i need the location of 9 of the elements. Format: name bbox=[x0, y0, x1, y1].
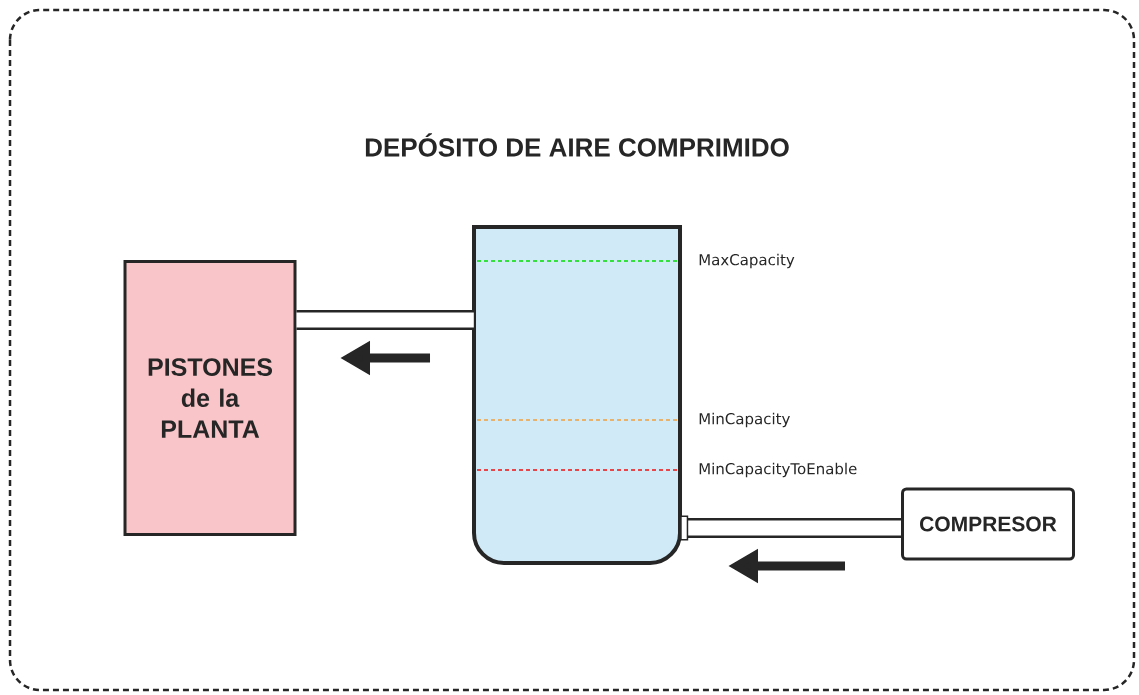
title: DEPÓSITO DE AIRE COMPRIMIDO bbox=[365, 133, 789, 157]
plant-pistons-box: PISTONES de la PLANTA bbox=[123, 260, 297, 536]
pipe bbox=[296, 310, 474, 330]
level-label: MaxCapacity bbox=[699, 253, 795, 269]
compressor-box: COMPRESOR bbox=[901, 487, 1075, 561]
level-label: MinCapacityToEnable bbox=[699, 462, 857, 478]
pipe bbox=[680, 515, 901, 541]
level-label: MinCapacity bbox=[699, 412, 790, 428]
tank-drawing bbox=[472, 225, 682, 565]
